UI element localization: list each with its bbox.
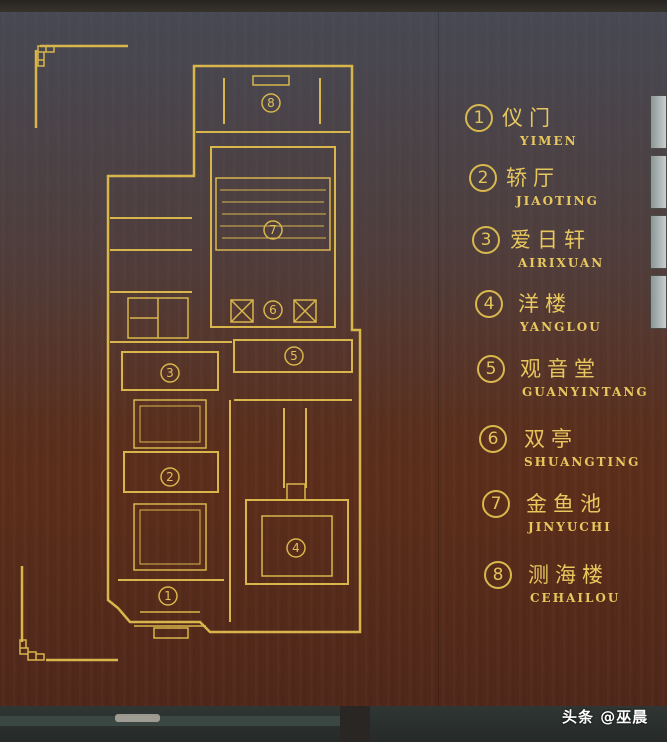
legend-pinyin: JINYUCHI [528, 520, 612, 534]
legend-pinyin: JIAOTING [516, 194, 599, 208]
plan-marker-6 [263, 300, 283, 320]
legend-chinese: 洋楼 [518, 292, 572, 316]
plan-marker-1 [158, 586, 178, 606]
legend-chinese: 金鱼池 [526, 492, 607, 516]
legend-pinyin: SHUANGTING [524, 455, 641, 469]
svg-text:6: 6 [269, 303, 277, 317]
number-circle-icon: 3 [472, 226, 500, 254]
number-circle-icon: 6 [479, 425, 507, 453]
legend-chinese: 仪门 [502, 106, 556, 130]
legend-pinyin: AIRIXUAN [518, 256, 605, 270]
number-circle-icon: 7 [482, 490, 510, 518]
corner-ornament-bottom-left-icon [19, 566, 118, 662]
plan-marker-3 [160, 363, 180, 383]
wall-top [0, 0, 667, 14]
legend-pinyin: CEHAILOU [530, 591, 621, 605]
wall-base [0, 706, 667, 742]
wooden-sign-board [0, 12, 667, 706]
board-seam [438, 12, 439, 706]
legend-pinyin: YANGLOU [520, 320, 602, 334]
number-circle-icon: 4 [475, 290, 503, 318]
legend-chinese: 轿厅 [506, 166, 560, 190]
legend-pinyin: YIMEN [520, 134, 578, 148]
number-circle-icon: 2 [469, 164, 497, 192]
plan-marker-4 [286, 538, 306, 558]
number-circle-icon: 8 [484, 561, 512, 589]
watermark: 头条 @巫晨 [562, 708, 649, 726]
legend-pinyin: GUANYINTANG [522, 385, 649, 399]
svg-text:1: 1 [164, 589, 172, 603]
svg-text:3: 3 [166, 366, 174, 380]
svg-text:7: 7 [269, 223, 277, 237]
number-circle-icon: 5 [477, 355, 505, 383]
svg-text:2: 2 [166, 470, 174, 484]
svg-text:8: 8 [267, 96, 275, 110]
legend-chinese: 测海楼 [528, 563, 609, 587]
plan-marker-8 [261, 93, 281, 113]
plan-marker-5 [284, 346, 304, 366]
svg-text:4: 4 [292, 541, 300, 555]
legend-chinese: 爱日轩 [510, 228, 591, 252]
legend-chinese: 双亭 [524, 427, 578, 451]
legend-chinese: 观音堂 [520, 357, 601, 381]
number-circle-icon: 1 [465, 104, 493, 132]
plan-marker-2 [160, 467, 180, 487]
svg-text:5: 5 [290, 349, 298, 363]
plan-marker-7 [263, 220, 283, 240]
corner-ornament-top-left-icon [34, 44, 128, 128]
